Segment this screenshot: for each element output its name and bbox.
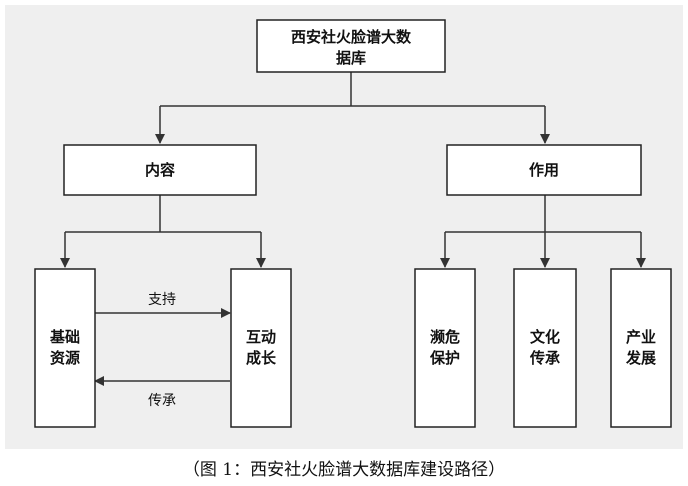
node-basic-line-2: 资源 — [50, 349, 80, 367]
node-interactive-line-1: 互动 — [246, 328, 276, 346]
connectors — [60, 72, 646, 386]
edge-label-support: 支持 — [148, 292, 176, 308]
node-interactive-growth: 互动 成长 — [230, 268, 292, 428]
node-basic-resources: 基础 资源 — [34, 268, 96, 428]
node-function-label: 作用 — [529, 161, 559, 179]
node-root-line-1: 西安社火脸谱大数 — [291, 28, 412, 46]
diagram-svg: 支持 传承 西安社火脸谱大数 据库 内容 作用 基础 资源 互动 成长 — [34, 19, 672, 428]
node-root: 西安社火脸谱大数 据库 — [256, 19, 446, 73]
node-endangered-protection: 濒危 保护 — [414, 268, 476, 428]
node-culture-line-2: 传承 — [529, 349, 560, 367]
node-cultural-inheritance: 文化 传承 — [513, 268, 577, 428]
node-content-label: 内容 — [145, 161, 175, 179]
node-industry-line-1: 产业 — [626, 328, 656, 346]
edge-label-inherit: 传承 — [148, 393, 176, 409]
node-industry-development: 产业 发展 — [610, 268, 672, 428]
node-interactive-line-2: 成长 — [246, 349, 277, 367]
node-protect-line-1: 濒危 — [430, 328, 460, 346]
node-protect-line-2: 保护 — [429, 349, 460, 367]
node-industry-line-2: 发展 — [625, 349, 656, 367]
figure-caption: （图 1：西安社火脸谱大数据库建设路径） — [182, 460, 506, 480]
node-culture-line-1: 文化 — [530, 328, 560, 346]
diagram-figure: 支持 传承 西安社火脸谱大数 据库 内容 作用 基础 资源 互动 成长 — [5, 5, 683, 449]
node-basic-line-1: 基础 — [49, 328, 80, 346]
node-root-line-2: 据库 — [336, 49, 366, 67]
node-content: 内容 — [63, 144, 257, 196]
node-function: 作用 — [446, 144, 642, 196]
